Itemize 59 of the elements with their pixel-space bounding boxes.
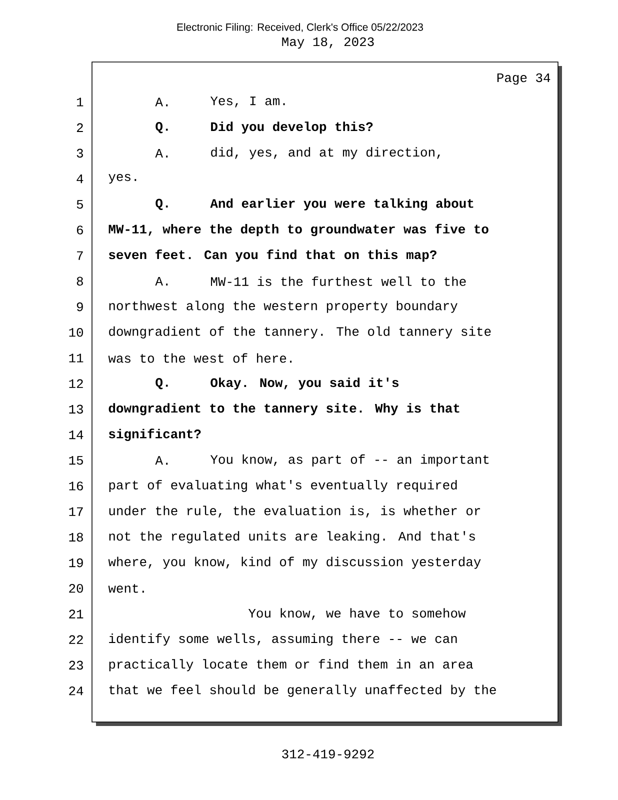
transcript-line: under the rule, the evaluation is, is whether or <box>109 506 480 518</box>
transcript-line: was to the west of here. <box>108 353 292 363</box>
speaker-label: A. <box>155 98 168 106</box>
line-number: 9 <box>76 302 83 312</box>
speaker-label: A. <box>155 276 168 286</box>
line-number: 1 <box>76 98 84 106</box>
line-number: 12 <box>69 379 83 388</box>
line-number: 15 <box>69 456 83 465</box>
line-number: 8 <box>76 276 83 286</box>
speaker-label: A. <box>155 148 168 158</box>
header-text: Electronic Filing: Received, Clerk's Office 05/22/2023 <box>177 23 423 33</box>
transcript-line: went. <box>108 584 144 593</box>
transcript-line: that we feel should be generally unaffected by the <box>109 684 496 697</box>
line-number: 11 <box>69 354 84 362</box>
line-number: 5 <box>76 200 83 209</box>
transcript-line: identify some wells, assuming there -- we can <box>109 634 457 646</box>
line-number: 3 <box>76 148 83 158</box>
line-number: 17 <box>69 507 83 516</box>
transcript-line: You know, we have to somehow <box>248 608 466 620</box>
transcript-line: downgradient to the tannery site. Why is that <box>108 403 460 416</box>
line-number: 7 <box>77 251 83 260</box>
line-number: 13 <box>69 404 83 414</box>
line-number: 14 <box>69 430 84 440</box>
line-number: 4 <box>76 174 84 184</box>
transcript-line: where, you know, kind of my discussion yesterday <box>108 556 481 569</box>
line-number: 6 <box>76 226 83 234</box>
transcript-line: seven feet. Can you find that on this map? <box>108 249 436 262</box>
line-number: 16 <box>69 482 83 490</box>
speaker-label: A. <box>155 456 168 465</box>
transcript-line: You know, as part of -- an important <box>210 454 489 466</box>
line-number: 19 <box>69 558 83 568</box>
line-number: 2 <box>76 123 83 132</box>
transcript-line: part of evaluating what's eventually required <box>109 480 457 492</box>
speaker-label: Q. <box>156 198 168 210</box>
line-number: 21 <box>69 610 84 618</box>
transcript-line: MW-11, where the depth to groundwater was five to <box>108 224 488 236</box>
date-text: May 18, 2023 <box>282 37 374 49</box>
page-number: Page 34 <box>497 73 550 85</box>
transcript-line: Did you develop this? <box>211 122 373 134</box>
line-number: 18 <box>69 532 83 542</box>
transcript-line: And earlier you were talking about <box>210 198 474 210</box>
transcript-line: Okay. Now, you said it's <box>210 378 398 390</box>
line-number: 22 <box>69 635 83 644</box>
line-number: 10 <box>69 328 83 337</box>
transcript-line: not the regulated units are leaking. And that's <box>109 531 475 544</box>
line-number: 24 <box>69 686 84 696</box>
transcript-line: practically locate them or find them in an area <box>109 659 473 672</box>
transcript-line: MW-11 is the furthest well to the <box>211 276 466 286</box>
speaker-label: Q. <box>156 378 168 390</box>
transcript-line: northwest along the western property boundary <box>109 300 458 313</box>
line-number: 23 <box>69 660 83 670</box>
transcript-line: Yes, I am. <box>210 96 285 108</box>
phone-number: 312-419-9292 <box>282 750 374 758</box>
transcript-line: downgradient of the tannery. The old tannery site <box>109 326 491 338</box>
transcript-line: did, yes, and at my direction, <box>211 147 440 160</box>
line-number: 20 <box>69 584 83 593</box>
speaker-label: Q. <box>156 122 168 134</box>
transcript-line: yes. <box>108 174 136 184</box>
transcript-line: significant? <box>108 428 201 441</box>
